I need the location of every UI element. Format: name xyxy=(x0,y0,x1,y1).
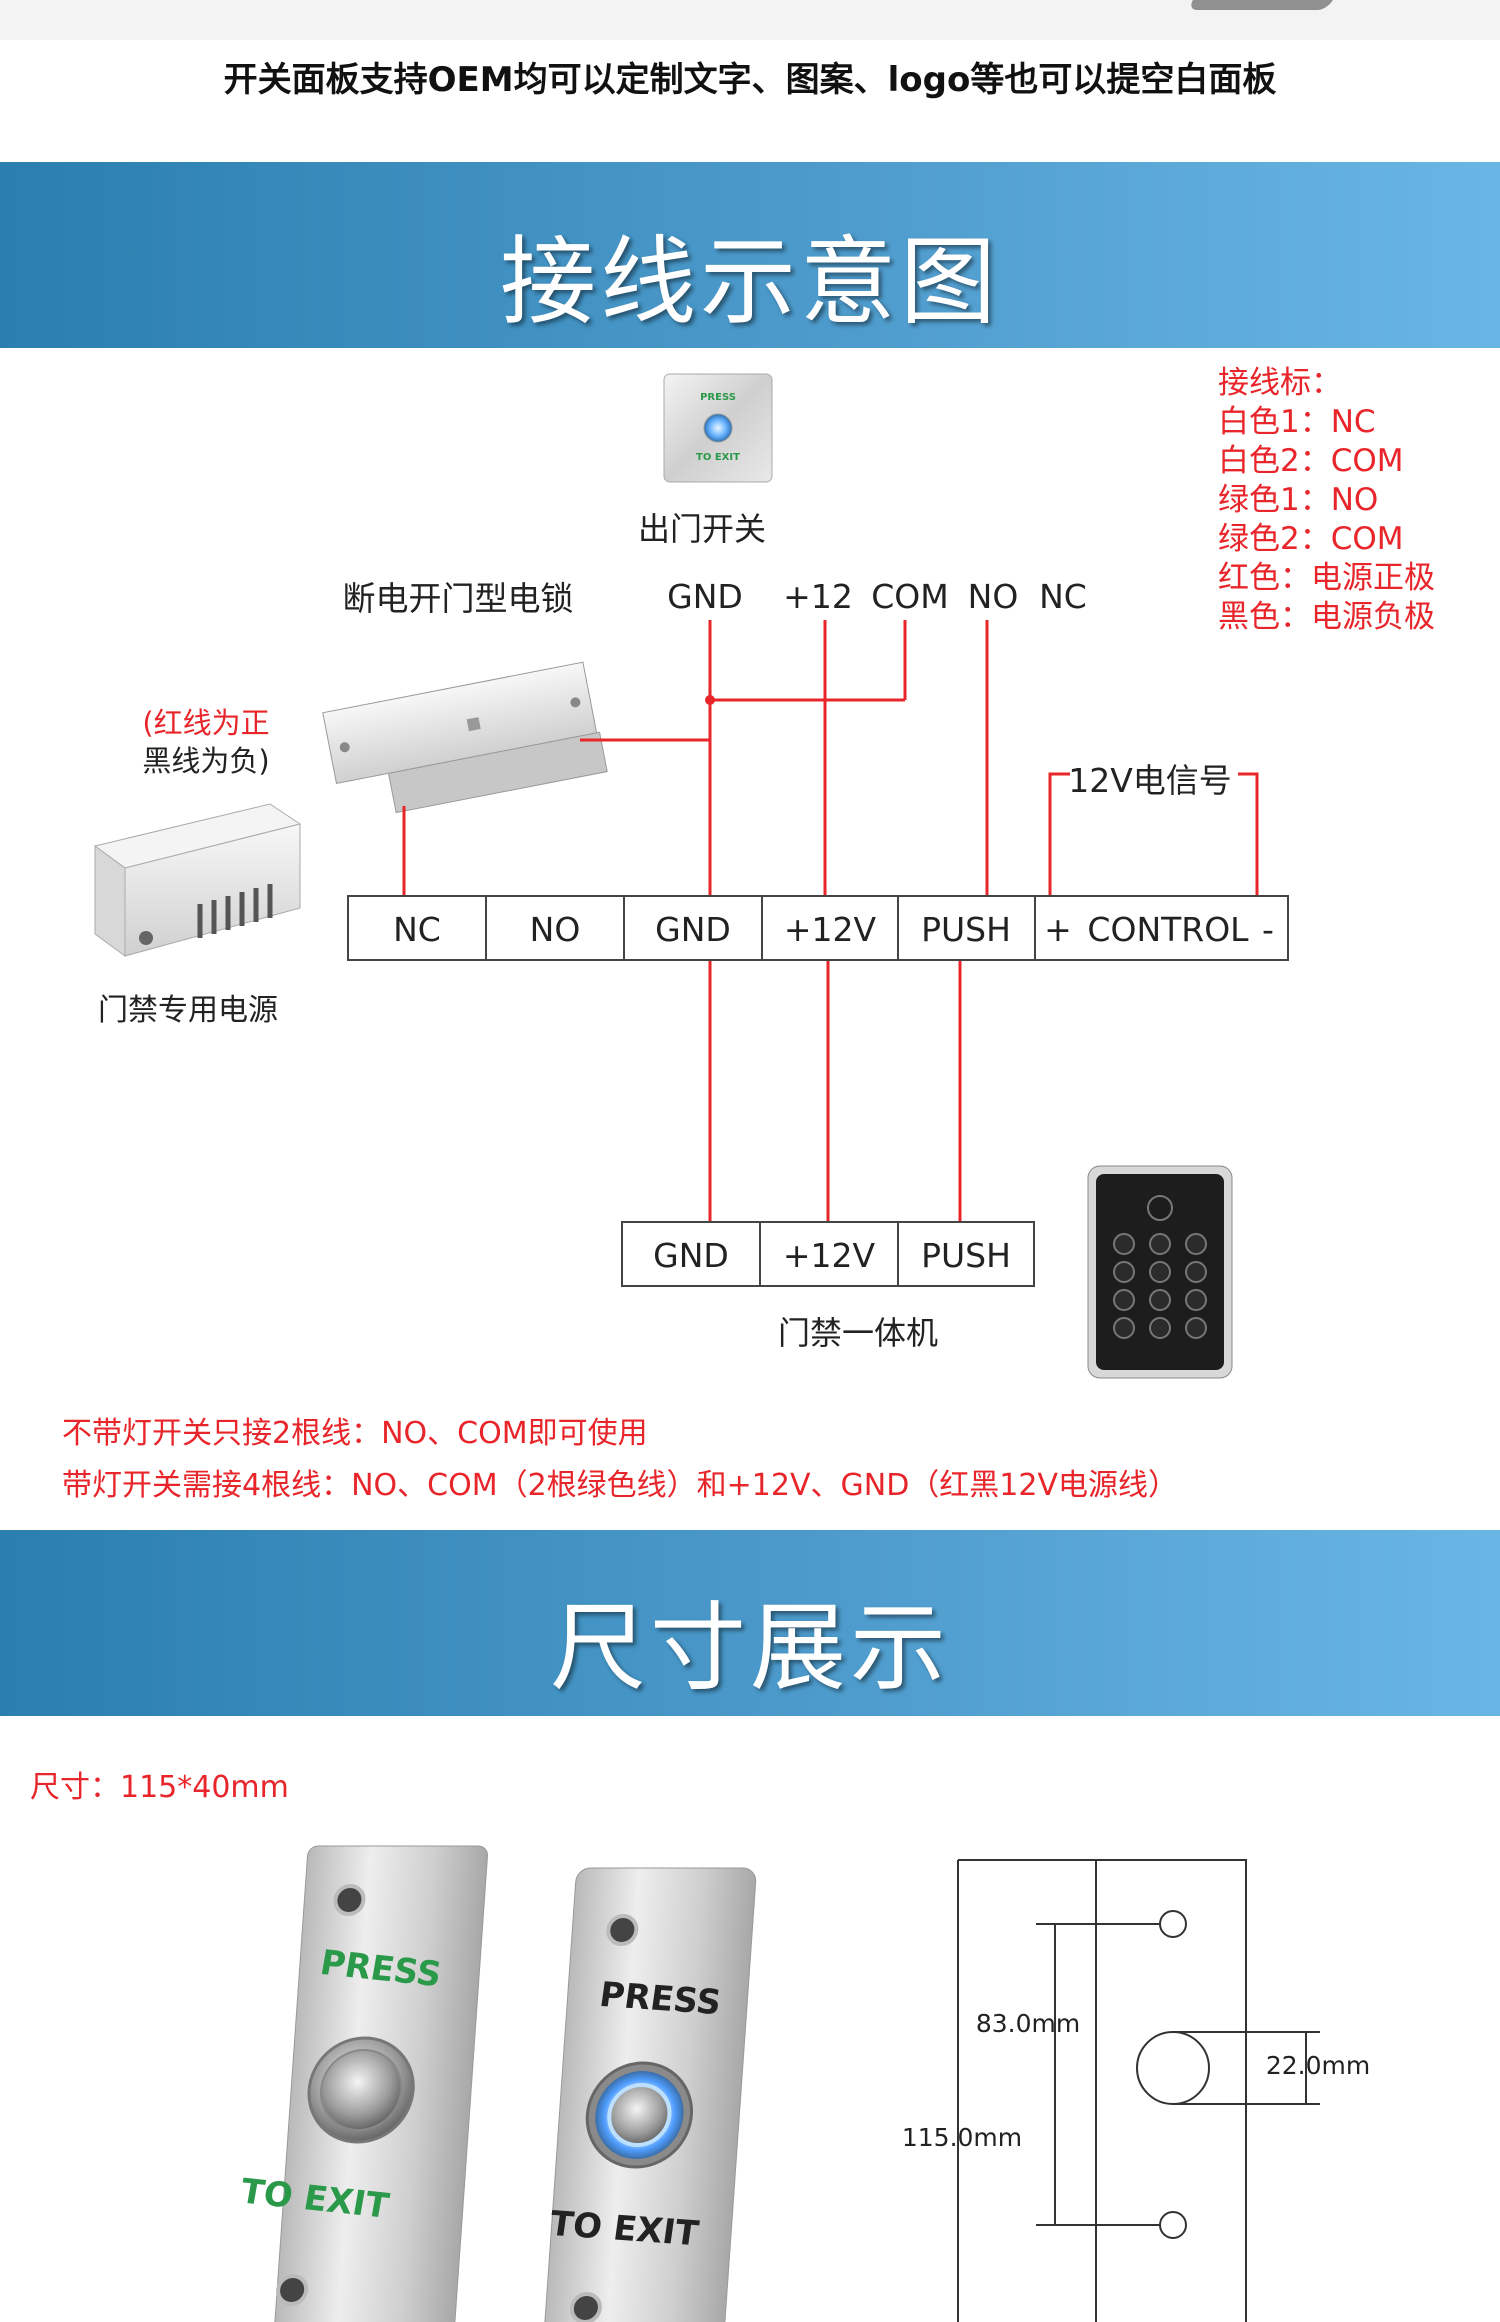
power-supply-image xyxy=(93,803,302,957)
red-wires xyxy=(402,620,1259,1222)
exit-terminal-12v: +12 xyxy=(783,577,853,616)
wiring-note-2-wire: 不带灯开关只接2根线：NO、COM即可使用 xyxy=(62,1416,648,1451)
exit-button-exit-text: TO EXIT xyxy=(696,452,740,463)
signal-label: 12V电信号 xyxy=(1068,761,1232,800)
button-diameter-dimension: 22.0mm xyxy=(1266,2051,1370,2080)
wiring-banner: 接线示意图 xyxy=(0,162,1500,348)
panel-press-black: PRESS xyxy=(597,1975,723,2023)
oem-note: 开关面板支持OEM均可以定制文字、图案、logo等也可以提空白面板 xyxy=(223,60,1277,100)
supply-terminal-block xyxy=(347,895,1289,961)
exit-terminal-no: NO xyxy=(968,577,1019,616)
electric-lock-image xyxy=(322,661,608,814)
supply-terminal-12v: +12V xyxy=(784,910,877,949)
legend-item: 红色：电源正极 xyxy=(1218,560,1435,596)
control-plus: + xyxy=(1044,910,1072,949)
polarity-note-red: (红线为正 xyxy=(142,706,269,740)
controller-terminal-gnd: GND xyxy=(653,1236,729,1275)
controller-terminal-block xyxy=(621,1221,1035,1287)
junction-dot xyxy=(705,695,715,705)
wiring-note-4-wire: 带灯开关需接4根线：NO、COM（2根绿色线）和+12V、GND（红黑12V电源… xyxy=(62,1468,1178,1503)
supply-terminal-no: NO xyxy=(530,910,581,949)
keypad-controller-image xyxy=(1087,1165,1233,1379)
wire-color-legend: 接线标： 白色1：NC 白色2：COM 绿色1：NO 绿色2：COM 红色：电源… xyxy=(1218,364,1488,637)
control-label: CONTROL xyxy=(1087,910,1249,949)
exit-terminal-nc: NC xyxy=(1039,577,1087,616)
controller-label: 门禁一体机 xyxy=(778,1314,938,1352)
legend-item: 白色2：COM xyxy=(1218,443,1404,479)
wiring-diagram: PRESS TO EXIT 出门开关 GND +12 COM NO NC 断电开… xyxy=(93,373,1289,1379)
control-minus: - xyxy=(1262,910,1274,949)
supply-terminal-gnd: GND xyxy=(655,910,731,949)
controller-terminal-12v: +12V xyxy=(783,1236,876,1275)
legend-item: 绿色2：COM xyxy=(1218,521,1404,557)
polarity-note-black: 黑线为负) xyxy=(142,744,269,778)
power-supply-label: 门禁专用电源 xyxy=(98,993,278,1028)
legend-item: 白色1：NC xyxy=(1218,404,1376,440)
supply-terminal-push: PUSH xyxy=(921,910,1011,949)
previous-section-strip xyxy=(0,0,1500,40)
lock-label: 断电开门型电锁 xyxy=(343,579,574,618)
exit-terminal-gnd: GND xyxy=(667,577,743,616)
wiring-title: 接线示意图 xyxy=(500,226,1000,338)
exit-button-label: 出门开关 xyxy=(638,510,766,548)
dimension-drawing xyxy=(957,1859,1320,2322)
exit-panel-plain: PRESS TO EXIT xyxy=(238,1845,489,2322)
supply-terminal-nc: NC xyxy=(393,910,441,949)
size-title: 尺寸展示 xyxy=(550,1592,950,1704)
legend-heading: 接线标： xyxy=(1218,365,1342,401)
total-height-dimension: 115.0mm xyxy=(902,2123,1022,2152)
controller-terminal-push: PUSH xyxy=(921,1236,1011,1275)
exit-panel-illuminated: PRESS TO EXIT xyxy=(542,1867,757,2322)
hole-spacing-dimension: 83.0mm xyxy=(976,2009,1080,2038)
size-banner: 尺寸展示 xyxy=(0,1530,1500,1716)
legend-item: 黑色：电源负极 xyxy=(1218,599,1435,635)
size-note: 尺寸：115*40mm xyxy=(30,1770,289,1805)
exit-terminal-com: COM xyxy=(871,577,949,616)
exit-button-press-text: PRESS xyxy=(700,392,736,403)
size-drawings: PRESS TO EXIT PRESS TO EXIT 83.0mm 115.0… xyxy=(238,1845,1370,2322)
exit-button-image: PRESS TO EXIT xyxy=(663,373,773,483)
legend-item: 绿色1：NO xyxy=(1218,482,1379,518)
